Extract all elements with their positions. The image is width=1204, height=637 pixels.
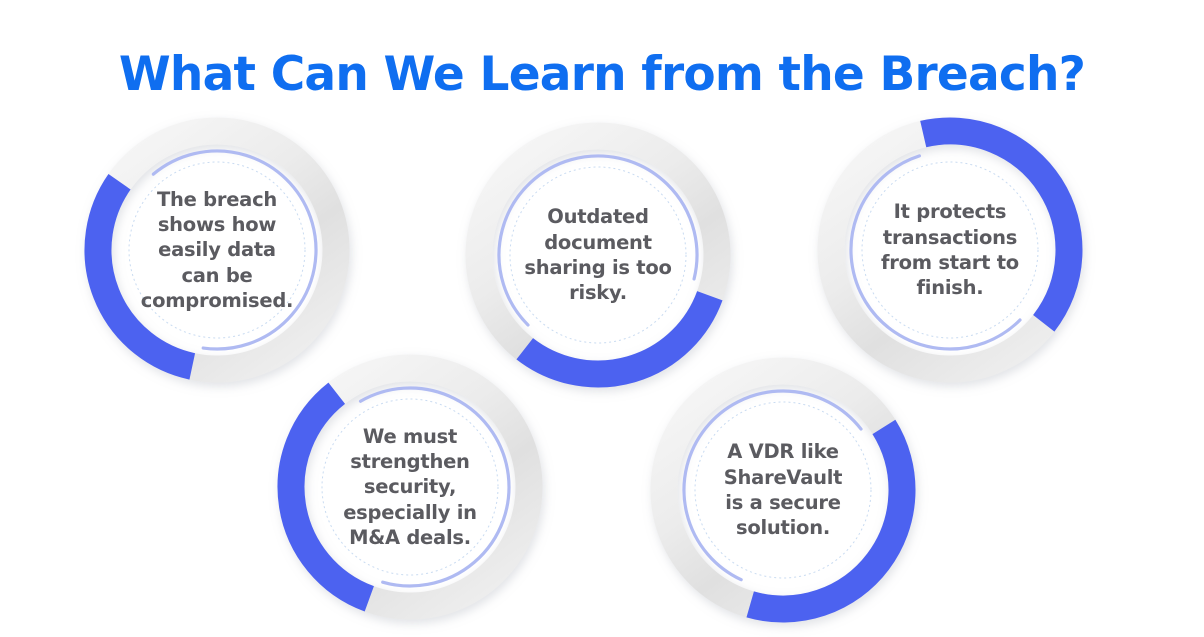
ring-progress-arc xyxy=(84,174,196,380)
ring-inner-boundary xyxy=(694,401,872,579)
ring-accent-arc xyxy=(682,389,863,582)
page-title: What Can We Learn from the Breach? xyxy=(118,47,1086,103)
ring-graphic xyxy=(277,354,543,620)
ring-accent-arc xyxy=(358,386,511,588)
ring-accent-arc xyxy=(151,149,318,351)
ring-accent-arc xyxy=(849,154,1022,351)
ring-inner-boundary xyxy=(861,161,1039,339)
ring-graphic xyxy=(465,122,731,388)
ring-progress-arc xyxy=(746,419,916,623)
ring-breach-exposure: The breach shows how easily data can be … xyxy=(79,112,355,388)
ring-accent-arc xyxy=(497,154,699,327)
ring-inner-boundary xyxy=(509,166,687,344)
ring-strengthen-security: We must strengthen security, especially … xyxy=(272,349,548,625)
ring-progress-arc xyxy=(277,382,375,612)
ring-graphic xyxy=(84,117,350,383)
ring-graphic xyxy=(817,117,1083,383)
ring-inner-boundary xyxy=(321,398,499,576)
ring-progress-arc xyxy=(516,290,723,388)
ring-progress-arc xyxy=(920,117,1083,332)
ring-sharevault-solution: A VDR like ShareVault is a secure soluti… xyxy=(645,352,921,628)
ring-protect-transactions: It protects transactions from start to f… xyxy=(812,112,1088,388)
ring-inner-boundary xyxy=(128,161,306,339)
ring-graphic xyxy=(650,357,916,623)
